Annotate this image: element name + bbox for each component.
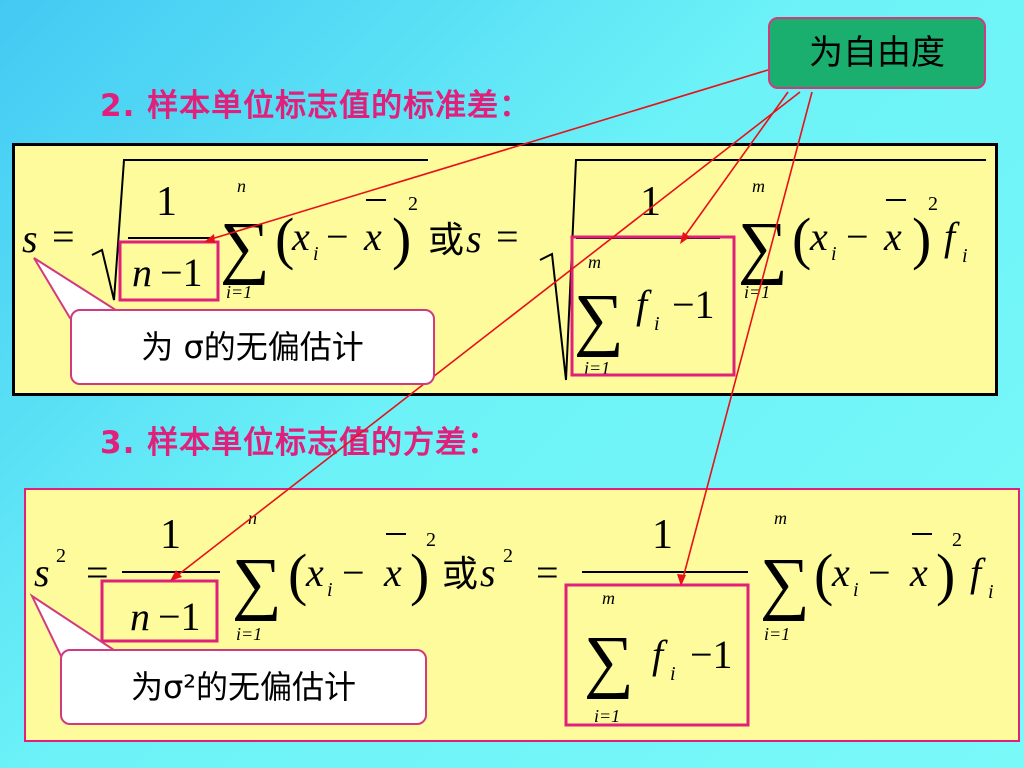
open-paren: ( xyxy=(275,206,294,271)
sum-lower-index-var-right: i=1 xyxy=(764,624,790,644)
or-text: 或 xyxy=(428,220,464,260)
f-subscript-i-var-right: i xyxy=(988,581,994,603)
f-subscript-i: i xyxy=(654,313,660,335)
close-paren-right: ) xyxy=(912,206,931,271)
unbiased-estimator-sigma-squared-tag: 为σ²的无偏估计 xyxy=(60,649,427,725)
radical-sign xyxy=(91,159,428,301)
s-symbol: s xyxy=(22,216,38,261)
s-symbol-var: s xyxy=(34,550,50,595)
x-bar-symbol: x xyxy=(363,214,382,259)
square-exponent: 2 xyxy=(408,193,418,215)
var-f-subscript-i: i xyxy=(670,663,676,685)
minus-one-var: −1 xyxy=(158,594,201,639)
heading-variance: 3. 样本单位标志值的方差： xyxy=(100,425,500,461)
degrees-of-freedom-highlight-3 xyxy=(100,579,219,643)
open-paren-var: ( xyxy=(288,542,307,607)
den-sum-lower-index: i=1 xyxy=(584,358,610,378)
variance-formula: s 2 = 1 n −1 ∑ n i=1 ( x i − x ) 2 或 s 2… xyxy=(34,508,994,727)
sum-icon-var-right: ∑ xyxy=(760,545,810,622)
square-exponent-var: 2 xyxy=(426,529,436,551)
x-bar-symbol-var: x xyxy=(383,550,402,595)
sum-icon-right: ∑ xyxy=(738,209,788,286)
s-squared-exponent: 2 xyxy=(56,545,66,567)
square-exponent-right: 2 xyxy=(928,193,938,215)
degrees-of-freedom-highlight-4 xyxy=(564,583,750,727)
sum-lower-index-var: i=1 xyxy=(236,624,262,644)
equals-sign-var-right: = xyxy=(536,550,559,595)
minus-one: −1 xyxy=(160,250,203,295)
arrow-heads xyxy=(170,232,690,586)
numerator-one-var: 1 xyxy=(160,512,181,558)
var-den-sum-upper-m: m xyxy=(602,588,615,608)
s-symbol-right: s xyxy=(466,216,482,261)
s-squared-exponent-right: 2 xyxy=(503,545,513,567)
equals-sign: = xyxy=(52,214,75,259)
sum-lower-index-right: i=1 xyxy=(744,282,770,302)
std-formula-right: 或 s = 1 m ∑ i=1 f i −1 ∑ m i=1 ( x i − x… xyxy=(428,159,986,381)
var-den-sum-lower-index: i=1 xyxy=(594,706,620,726)
std-formula-left: s = 1 n −1 ∑ n i=1 ( x i − x ) 2 xyxy=(22,159,428,302)
or-text-var: 或 xyxy=(442,554,478,594)
open-paren-right: ( xyxy=(792,206,811,271)
den-sum-upper-m: m xyxy=(588,252,601,272)
x-i-symbol: x xyxy=(291,214,310,259)
unbiased-estimator-sigma-tag: 为 σ的无偏估计 xyxy=(70,309,435,385)
var-den-sum-icon: ∑ xyxy=(584,623,634,700)
numerator-one-var-right: 1 xyxy=(652,512,673,558)
equals-sign-var: = xyxy=(86,550,109,595)
square-exponent-var-right: 2 xyxy=(952,529,962,551)
subscript-i-right: i xyxy=(831,243,837,265)
degrees-of-freedom-highlight-2 xyxy=(570,235,736,377)
equals-sign-right: = xyxy=(496,214,519,259)
callout-arrows xyxy=(173,69,813,583)
x-bar-symbol-right: x xyxy=(883,214,902,259)
sum-upper-n: n xyxy=(237,176,246,196)
minus-sign-right: − xyxy=(846,214,869,259)
subscript-i-var-right: i xyxy=(853,579,859,601)
close-paren-var-right: ) xyxy=(936,542,955,607)
x-i-symbol-var: x xyxy=(305,550,324,595)
sum-upper-m: m xyxy=(752,176,765,196)
f-i-symbol-var-right: f xyxy=(970,550,986,595)
close-paren: ) xyxy=(392,206,411,271)
subscript-i-var: i xyxy=(327,579,333,601)
minus-sign: − xyxy=(326,214,349,259)
den-minus-one: −1 xyxy=(672,282,715,327)
f-i-symbol: f xyxy=(636,282,652,327)
sum-upper-m-var: m xyxy=(774,508,787,528)
minus-sign-var-right: − xyxy=(868,550,891,595)
den-sum-icon: ∑ xyxy=(574,281,624,358)
sum-icon-var: ∑ xyxy=(232,545,282,622)
open-paren-var-right: ( xyxy=(814,542,833,607)
f-i-symbol-right: f xyxy=(944,214,960,259)
sum-icon: ∑ xyxy=(220,209,270,286)
var-f-i-symbol: f xyxy=(652,632,668,677)
heading-standard-deviation: 2. 样本单位标志值的标准差： xyxy=(100,88,532,124)
x-bar-symbol-var-right: x xyxy=(909,550,928,595)
sum-lower-index: i=1 xyxy=(226,282,252,302)
minus-sign-var: − xyxy=(342,550,365,595)
f-subscript-i-right: i xyxy=(962,245,968,267)
n-symbol: n xyxy=(132,250,152,295)
degrees-of-freedom-callout: 为自由度 xyxy=(768,17,986,89)
n-symbol-var: n xyxy=(130,594,150,639)
numerator-one: 1 xyxy=(156,179,177,225)
close-paren-var: ) xyxy=(410,542,429,607)
degrees-of-freedom-highlight-1 xyxy=(118,240,220,302)
s-symbol-var-right: s xyxy=(480,550,496,595)
x-i-symbol-right: x xyxy=(809,214,828,259)
numerator-one-right: 1 xyxy=(640,179,661,225)
x-i-symbol-var-right: x xyxy=(831,550,850,595)
var-den-minus-one: −1 xyxy=(690,632,733,677)
subscript-i: i xyxy=(313,243,319,265)
